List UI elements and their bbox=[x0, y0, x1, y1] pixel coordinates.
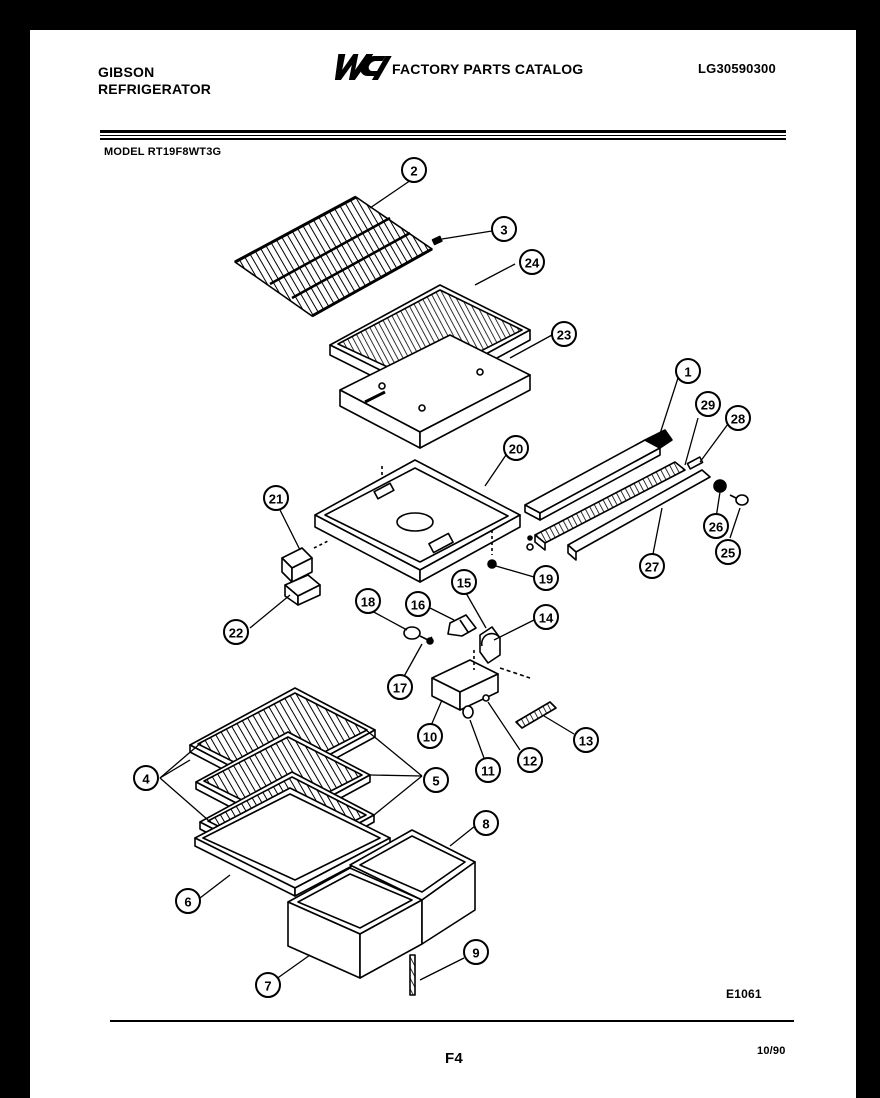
callout-11 bbox=[475, 757, 501, 783]
callout-23-label: 23 bbox=[557, 328, 571, 343]
crisper-pan-cover bbox=[314, 459, 521, 583]
callout-25 bbox=[715, 539, 741, 565]
callout-12-label: 12 bbox=[523, 754, 537, 769]
screw bbox=[482, 694, 490, 702]
callout-14-label: 14 bbox=[539, 611, 554, 626]
control-knob bbox=[447, 614, 477, 637]
callout-20 bbox=[503, 435, 529, 461]
callout-21-label: 21 bbox=[269, 492, 283, 507]
callout-1 bbox=[675, 358, 701, 384]
date-code: 10/90 bbox=[757, 1045, 786, 1057]
rack-screw bbox=[526, 543, 534, 551]
callout-1-label: 1 bbox=[684, 365, 691, 380]
catalog-page: GIBSON REFRIGERATOR FACTORY PARTS CATALO… bbox=[30, 30, 856, 1098]
leader-lines bbox=[159, 177, 741, 983]
callout-8 bbox=[473, 810, 499, 836]
exploded-parts-diagram: 2 3 24 23 1 29 28 20 21 26 25 19 27 15 1… bbox=[133, 157, 751, 998]
shelf-screw bbox=[431, 235, 443, 246]
callout-23 bbox=[551, 321, 577, 347]
page-number: F4 bbox=[445, 1050, 463, 1067]
callout-5-label: 5 bbox=[432, 774, 439, 789]
light-shield bbox=[515, 701, 557, 729]
callout-16-label: 16 bbox=[411, 598, 425, 613]
callout-3 bbox=[491, 216, 517, 242]
callout-20-label: 20 bbox=[509, 442, 523, 457]
callout-2-label: 2 bbox=[410, 164, 417, 179]
callout-8-label: 8 bbox=[482, 817, 489, 832]
callout-12 bbox=[517, 747, 543, 773]
light-bulb bbox=[403, 626, 421, 640]
toothed-rack bbox=[534, 461, 686, 551]
shelf-rail bbox=[524, 429, 673, 521]
callout-24-label: 24 bbox=[525, 256, 540, 271]
callout-6 bbox=[175, 888, 201, 914]
callout-22-label: 22 bbox=[229, 626, 243, 641]
callout-10 bbox=[417, 723, 443, 749]
callout-19 bbox=[533, 565, 559, 591]
crisper-cover-frame bbox=[194, 787, 391, 897]
shelf-tray bbox=[339, 334, 531, 449]
callout-25-label: 25 bbox=[721, 546, 735, 561]
shelf-support-bracket bbox=[284, 574, 321, 606]
callout-5 bbox=[423, 767, 449, 793]
model-number: MODEL RT19F8WT3G bbox=[104, 146, 222, 158]
callout-27-label: 27 bbox=[645, 560, 659, 575]
callout-4-label: 4 bbox=[142, 772, 150, 787]
callout-28-label: 28 bbox=[731, 412, 745, 427]
callout-15-label: 15 bbox=[457, 576, 471, 591]
callout-15 bbox=[451, 569, 477, 595]
spacer bbox=[686, 456, 704, 470]
wci-logo bbox=[334, 54, 392, 80]
catalog-number: LG30590300 bbox=[698, 61, 776, 76]
callout-6-label: 6 bbox=[184, 895, 191, 910]
header-rule bbox=[100, 130, 786, 133]
bushing bbox=[487, 559, 497, 569]
callout-4 bbox=[133, 765, 159, 791]
callout-18 bbox=[355, 588, 381, 614]
callout-7-label: 7 bbox=[264, 979, 271, 994]
washer bbox=[713, 479, 727, 493]
header-rule bbox=[100, 138, 786, 140]
callout-9-label: 9 bbox=[472, 946, 479, 961]
light-socket bbox=[426, 637, 434, 645]
callout-28 bbox=[725, 405, 751, 431]
knob bbox=[735, 494, 749, 506]
crisper-pan-left bbox=[287, 867, 423, 979]
callout-24 bbox=[519, 249, 545, 275]
callout-3-label: 3 bbox=[500, 223, 507, 238]
freezer-wire-shelf bbox=[234, 195, 433, 318]
crisper-pan-right bbox=[349, 829, 476, 945]
header-rule bbox=[100, 135, 786, 136]
callout-11-label: 11 bbox=[481, 764, 495, 779]
grommet bbox=[462, 705, 474, 719]
brand-name: GIBSON bbox=[98, 64, 155, 80]
callout-17-label: 17 bbox=[393, 681, 407, 696]
callout-26 bbox=[703, 513, 729, 539]
callout-13 bbox=[573, 727, 599, 753]
callout-10-label: 10 bbox=[423, 730, 437, 745]
callout-29 bbox=[695, 391, 721, 417]
callout-26-label: 26 bbox=[709, 520, 723, 535]
callout-13-label: 13 bbox=[579, 734, 593, 749]
callout-22 bbox=[223, 619, 249, 645]
callout-17 bbox=[387, 674, 413, 700]
hinge-pin bbox=[409, 954, 416, 996]
callout-9 bbox=[463, 939, 489, 965]
callout-7 bbox=[255, 972, 281, 998]
slide-guide bbox=[567, 469, 711, 561]
callout-29-label: 29 bbox=[701, 398, 715, 413]
thermostat-bracket bbox=[479, 626, 501, 664]
callout-14 bbox=[533, 604, 559, 630]
callout-18-label: 18 bbox=[361, 595, 375, 610]
product-type: REFRIGERATOR bbox=[98, 81, 212, 97]
callout-19-label: 19 bbox=[539, 572, 553, 587]
diagram-code: E1061 bbox=[726, 987, 762, 1001]
callout-16 bbox=[405, 591, 431, 617]
footer-rule bbox=[110, 1020, 794, 1022]
callout-2 bbox=[401, 157, 427, 183]
catalog-title: FACTORY PARTS CATALOG bbox=[392, 61, 584, 77]
control-housing bbox=[431, 659, 531, 711]
callout-27 bbox=[639, 553, 665, 579]
callout-21 bbox=[263, 485, 289, 511]
